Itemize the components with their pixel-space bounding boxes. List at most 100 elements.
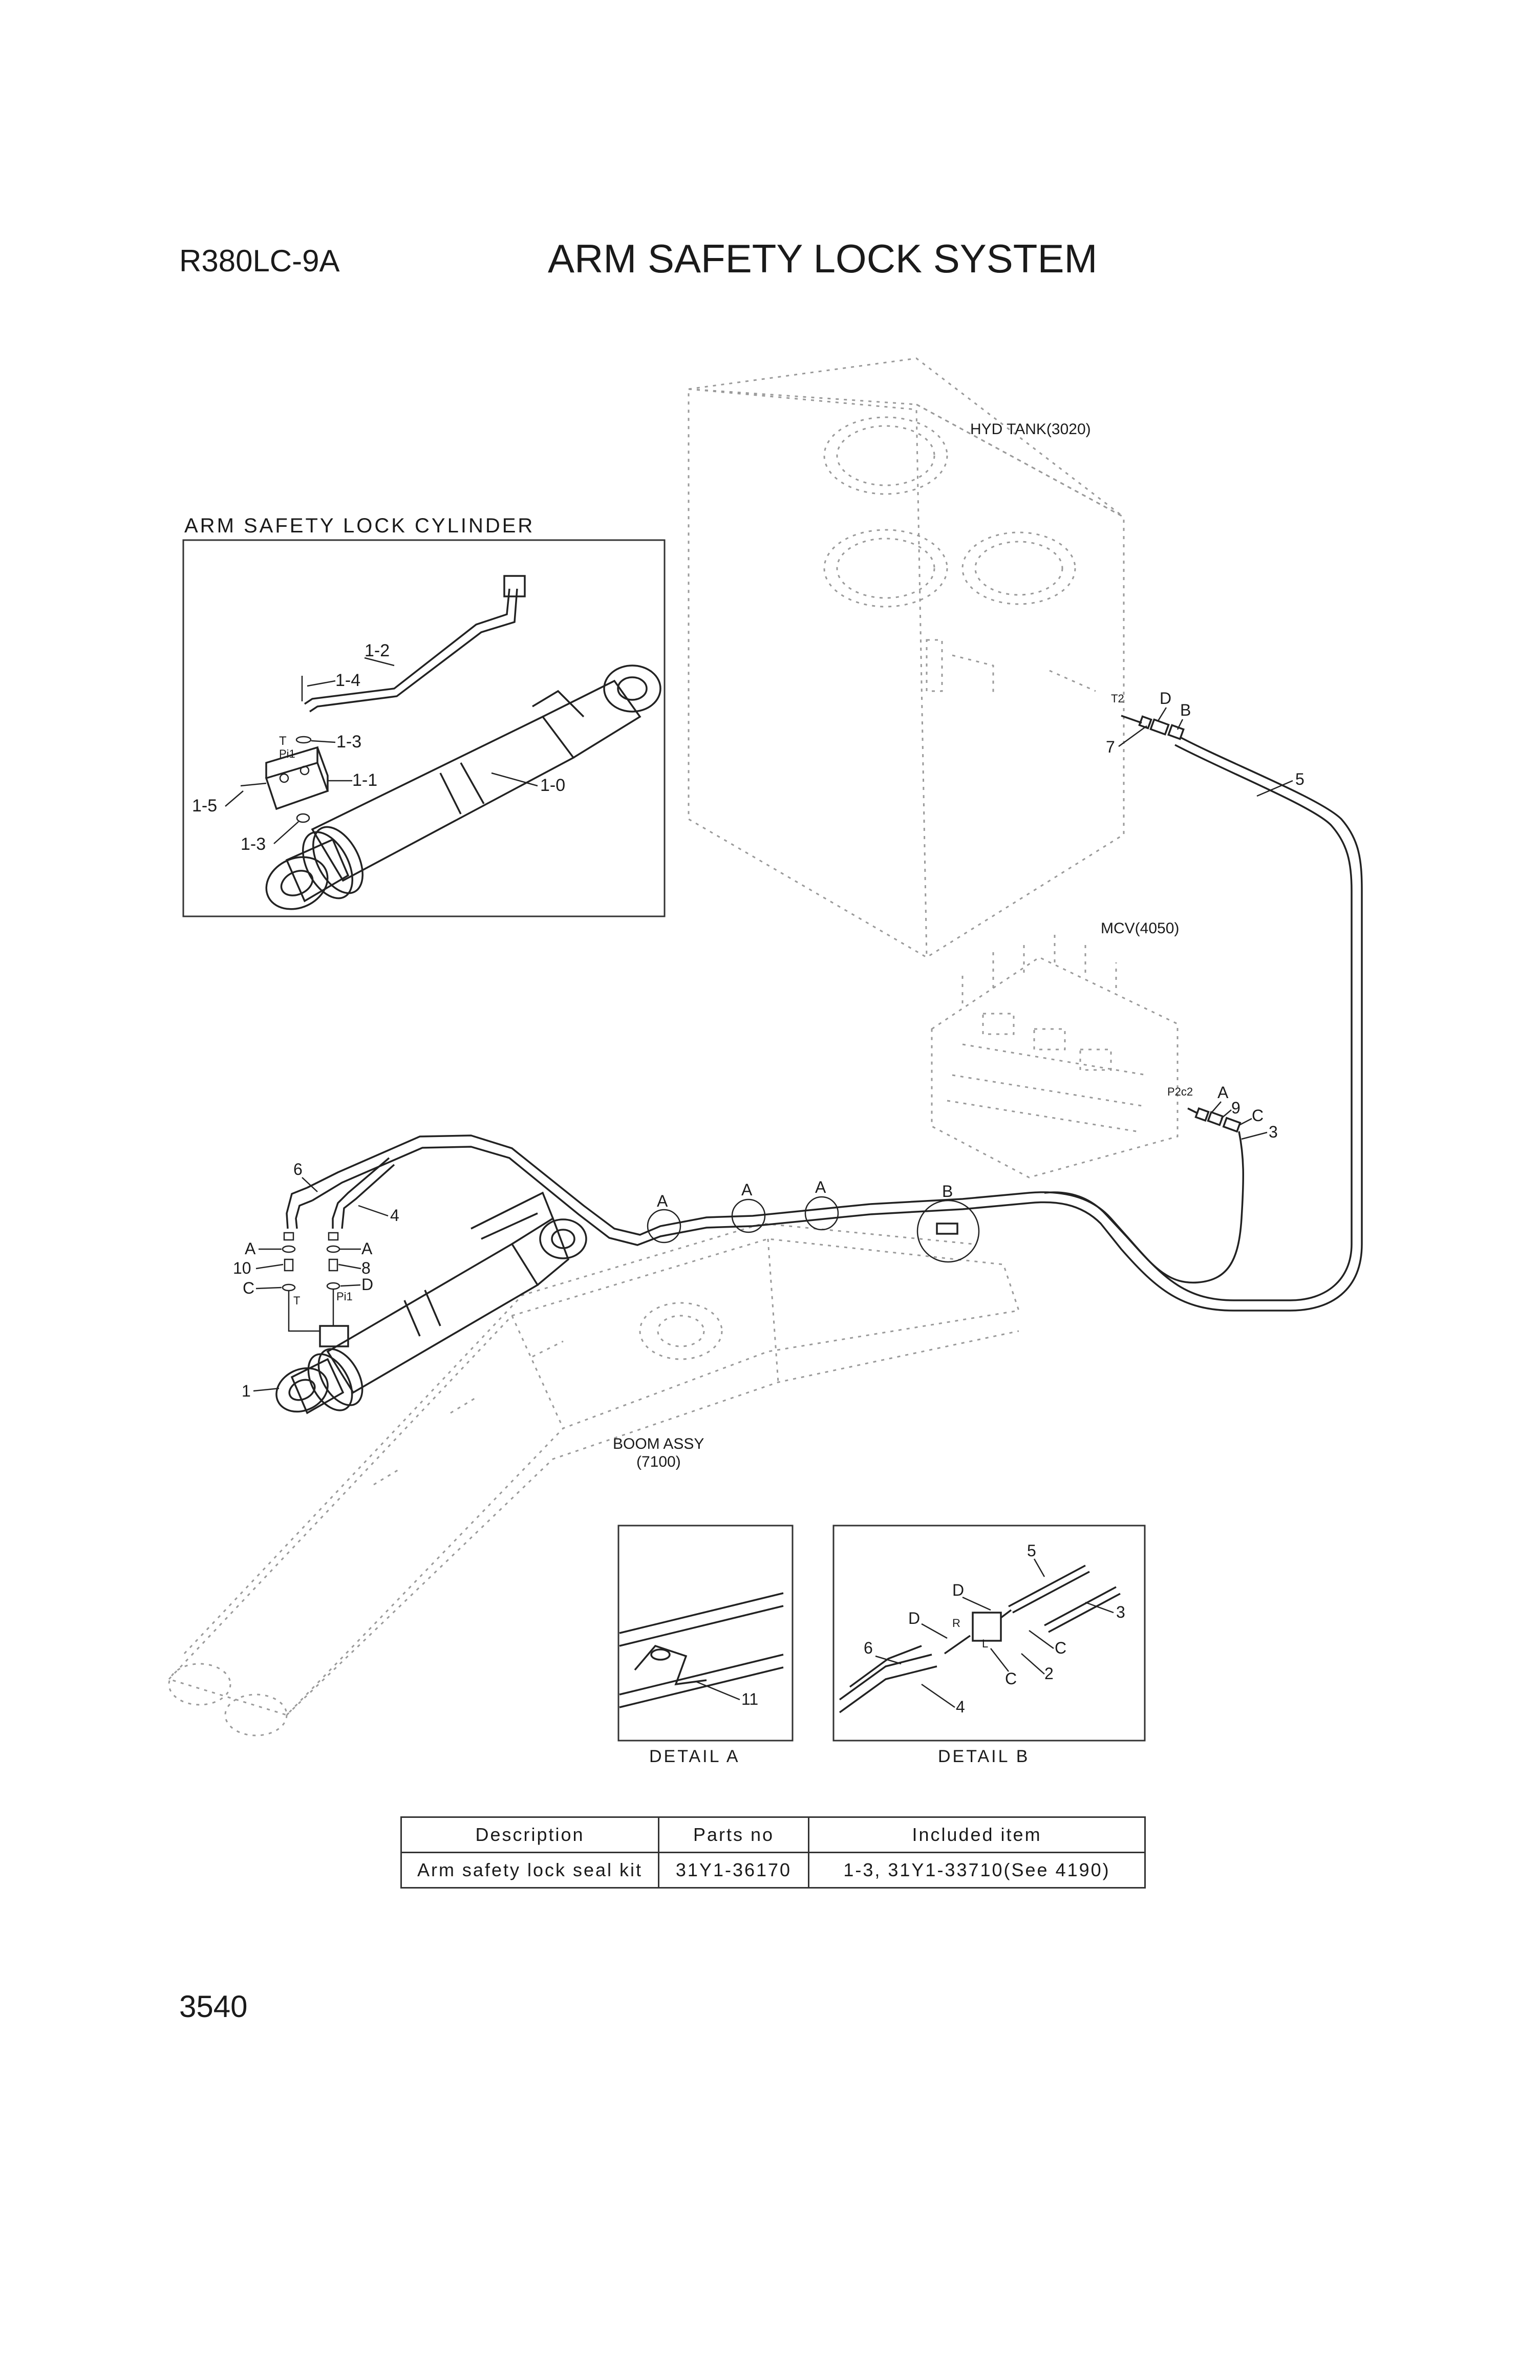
inset-title: ARM SAFETY LOCK CYLINDER: [184, 514, 534, 537]
detail-b-block: [972, 1612, 1002, 1642]
cell-description: Arm safety lock seal kit: [400, 1852, 659, 1889]
callout-d: D: [361, 1275, 373, 1294]
callout-1-2: 1-2: [365, 641, 390, 660]
callout-1-0: 1-0: [540, 776, 565, 795]
main-callouts: 6 4 A A 10 8 C D T Pi1 1 BOOM ASSY (7100…: [233, 1160, 704, 1470]
hose-3: [1044, 1131, 1245, 1284]
page-number: 3540: [179, 1989, 248, 2024]
model-code: R380LC-9A: [179, 244, 340, 278]
oring-1-3-bottom: [296, 813, 310, 823]
lock-cylinder: [265, 664, 661, 910]
parts-table: Description Parts no Included item Arm s…: [400, 1816, 1146, 1889]
clamp-a-3-label: A: [815, 1178, 826, 1196]
mcv-label: MCV(4050): [1101, 920, 1179, 937]
detail-a-caption: DETAIL A: [649, 1747, 740, 1766]
detail-b-r-label: R: [952, 1617, 960, 1629]
bolt-1-5: [240, 782, 267, 787]
inset-frame: [182, 539, 666, 917]
callout-4: 4: [390, 1206, 399, 1225]
tank-connection: HYD TANK(3020) T2 D B 7 5: [970, 421, 1304, 797]
clamp-a-3: [804, 1196, 839, 1231]
mcv-c-label: C: [1252, 1106, 1264, 1125]
detail-b-d-upper: D: [952, 1581, 964, 1599]
mcv-outline: [931, 932, 1179, 1178]
clamp-a-1-label: A: [657, 1192, 668, 1210]
callout-6: 6: [293, 1160, 303, 1178]
callout-1-3-top: 1-3: [336, 732, 361, 752]
pipe-1-2: [304, 588, 510, 705]
inset-arm-safety-lock-cylinder: ARM SAFETY LOCK CYLINDER: [182, 514, 666, 917]
hose-6: [286, 1187, 308, 1229]
header-included-item: Included item: [808, 1816, 1146, 1853]
hyd-tank-label: HYD TANK(3020): [970, 421, 1091, 438]
tank-callout-7: 7: [1106, 738, 1115, 756]
callout-8: 8: [361, 1259, 371, 1277]
callout-1-3-bottom: 1-3: [241, 834, 266, 854]
port-pi1: Pi1: [336, 1290, 353, 1303]
detail-a-callout-11: 11: [741, 1690, 758, 1708]
callout-1-5: 1-5: [192, 796, 217, 816]
boom-label-1: BOOM ASSY: [613, 1435, 704, 1452]
detail-b-callout-4: 4: [956, 1698, 965, 1716]
callout-1-1: 1-1: [352, 770, 377, 790]
header-description: Description: [400, 1816, 659, 1853]
detail-b-l-label: L: [982, 1637, 988, 1650]
valve-block-1-1: [265, 746, 329, 810]
port-t: T: [293, 1294, 300, 1307]
mcv-callout-9: 9: [1231, 1099, 1240, 1117]
clamp-a-1: [647, 1209, 681, 1243]
table-row: Arm safety lock seal kit 31Y1-36170 1-3,…: [400, 1852, 1146, 1889]
detail-a-frame: [617, 1525, 794, 1742]
callout-10: 10: [233, 1259, 251, 1277]
callout-1-4: 1-4: [335, 671, 360, 690]
arm-cylinder-assembly: [275, 1191, 587, 1414]
clamp-markers: A A A B: [647, 1178, 980, 1263]
callout-1: 1: [242, 1382, 251, 1400]
detail-b: 5 D R D L 3 6 C C 2 4 DETAIL B: [832, 1525, 1146, 1766]
cell-included-item: 1-3, 31Y1-33710(See 4190): [808, 1852, 1146, 1889]
clamp-a-2: [731, 1198, 766, 1233]
tank-b-label: B: [1180, 701, 1191, 719]
main-fittings: [282, 1232, 340, 1332]
clamp-b: [916, 1199, 980, 1263]
pipe-flange: [503, 575, 526, 597]
detail-b-c-left: C: [1005, 1669, 1017, 1688]
detail-b-callout-5: 5: [1027, 1541, 1036, 1560]
hose-callout-3: 3: [1269, 1123, 1278, 1141]
clamp-b-block: [936, 1223, 958, 1235]
callout-a-left: A: [245, 1239, 256, 1258]
boom-label-2: (7100): [636, 1453, 681, 1470]
callout-c: C: [243, 1279, 254, 1297]
port-pi1-label: Pi1: [279, 747, 295, 760]
detail-b-c-right: C: [1055, 1639, 1066, 1657]
detail-b-callout-3: 3: [1116, 1603, 1125, 1621]
detail-b-caption: DETAIL B: [938, 1747, 1030, 1766]
detail-b-frame: [832, 1525, 1146, 1742]
mcv-p2c2-label: P2c2: [1167, 1085, 1193, 1098]
hyd-tank-outline: [688, 357, 1125, 958]
detail-a: 11 DETAIL A: [617, 1525, 794, 1766]
callout-a-right: A: [361, 1239, 373, 1258]
tank-t2-label: T2: [1111, 692, 1124, 705]
detail-b-callout-6: 6: [864, 1639, 873, 1657]
pipe-routing: [286, 736, 1363, 1312]
hose-callout-5: 5: [1295, 770, 1304, 788]
header-parts-no: Parts no: [658, 1816, 809, 1853]
tank-d-label: D: [1160, 689, 1171, 707]
parts-table-header: Description Parts no Included item: [400, 1816, 1146, 1853]
clamp-a-2-label: A: [741, 1181, 753, 1199]
oring-1-3-top: [295, 736, 312, 744]
page-title: ARM SAFETY LOCK SYSTEM: [548, 236, 1098, 281]
lock-valve-block: [319, 1325, 349, 1347]
boom-outline: [167, 1223, 1020, 1736]
mcv-a-label: A: [1217, 1083, 1229, 1102]
port-t-label: T: [279, 734, 287, 748]
hose-4: [332, 1157, 390, 1229]
mcv-connection: MCV(4050) P2c2 A 9 C 3: [1101, 920, 1278, 1141]
detail-b-callout-2: 2: [1044, 1664, 1054, 1683]
cell-parts-no: 31Y1-36170: [658, 1852, 809, 1889]
hose-5: [870, 736, 1363, 1312]
detail-b-d-lower: D: [908, 1609, 920, 1627]
clamp-b-label: B: [942, 1182, 953, 1200]
